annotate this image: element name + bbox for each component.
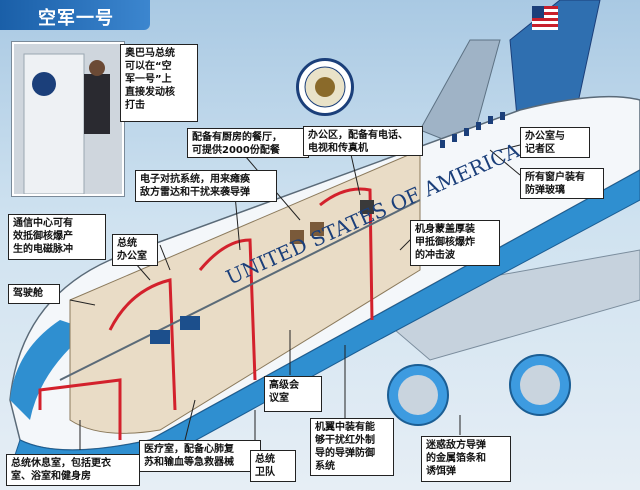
- engine-left: [387, 364, 449, 426]
- label-conference-room: 高级会 议室: [264, 376, 322, 412]
- label-kitchen: 配备有厨房的餐厅， 可提供2000份配餐: [187, 128, 309, 158]
- label-president-office: 总统 办公室: [112, 234, 158, 266]
- label-nuclear-strike: 奥巴马总统 可以在“空 军一号”上 直接发动核 打击: [120, 44, 198, 122]
- label-presidential-guard: 总统 卫队: [250, 450, 296, 482]
- engine-right: [509, 354, 571, 416]
- label-president-lounge: 总统休息室，包括更衣 室、浴室和健身房: [6, 454, 140, 486]
- label-wing-missile-defense: 机翼中装有能 够干扰红外制 导的导弹防御 系统: [310, 418, 394, 476]
- president-photo: [12, 42, 124, 196]
- label-medical-room: 医疗室，配备心肺复 苏和输血等急救器械: [139, 440, 261, 472]
- label-bulletproof-windows: 所有窗户装有 防弹玻璃: [520, 168, 604, 199]
- us-flag-icon: [532, 6, 558, 30]
- page-title: 空军一号: [38, 8, 114, 29]
- label-office-press: 办公室与 记者区: [520, 127, 590, 158]
- label-cockpit: 驾驶舱: [8, 284, 60, 304]
- label-electronic-countermeasures: 电子对抗系统，用来瘫痪 敌方雷达和干扰来袭导弹: [135, 170, 277, 202]
- label-office-area: 办公区，配备有电话、 电视和传真机: [303, 126, 423, 156]
- label-decoy-flares: 迷惑敌方导弹 的金属箔条和 诱饵弹: [421, 436, 511, 482]
- label-armored-fuselage: 机身蒙盖厚装 甲抵御核爆炸 的冲击波: [410, 220, 500, 266]
- label-comm-center: 通信中心可有 效抵御核爆产 生的电磁脉冲: [8, 214, 106, 260]
- title-bar: 空军一号: [0, 0, 150, 30]
- presidential-seal-icon: [296, 58, 354, 116]
